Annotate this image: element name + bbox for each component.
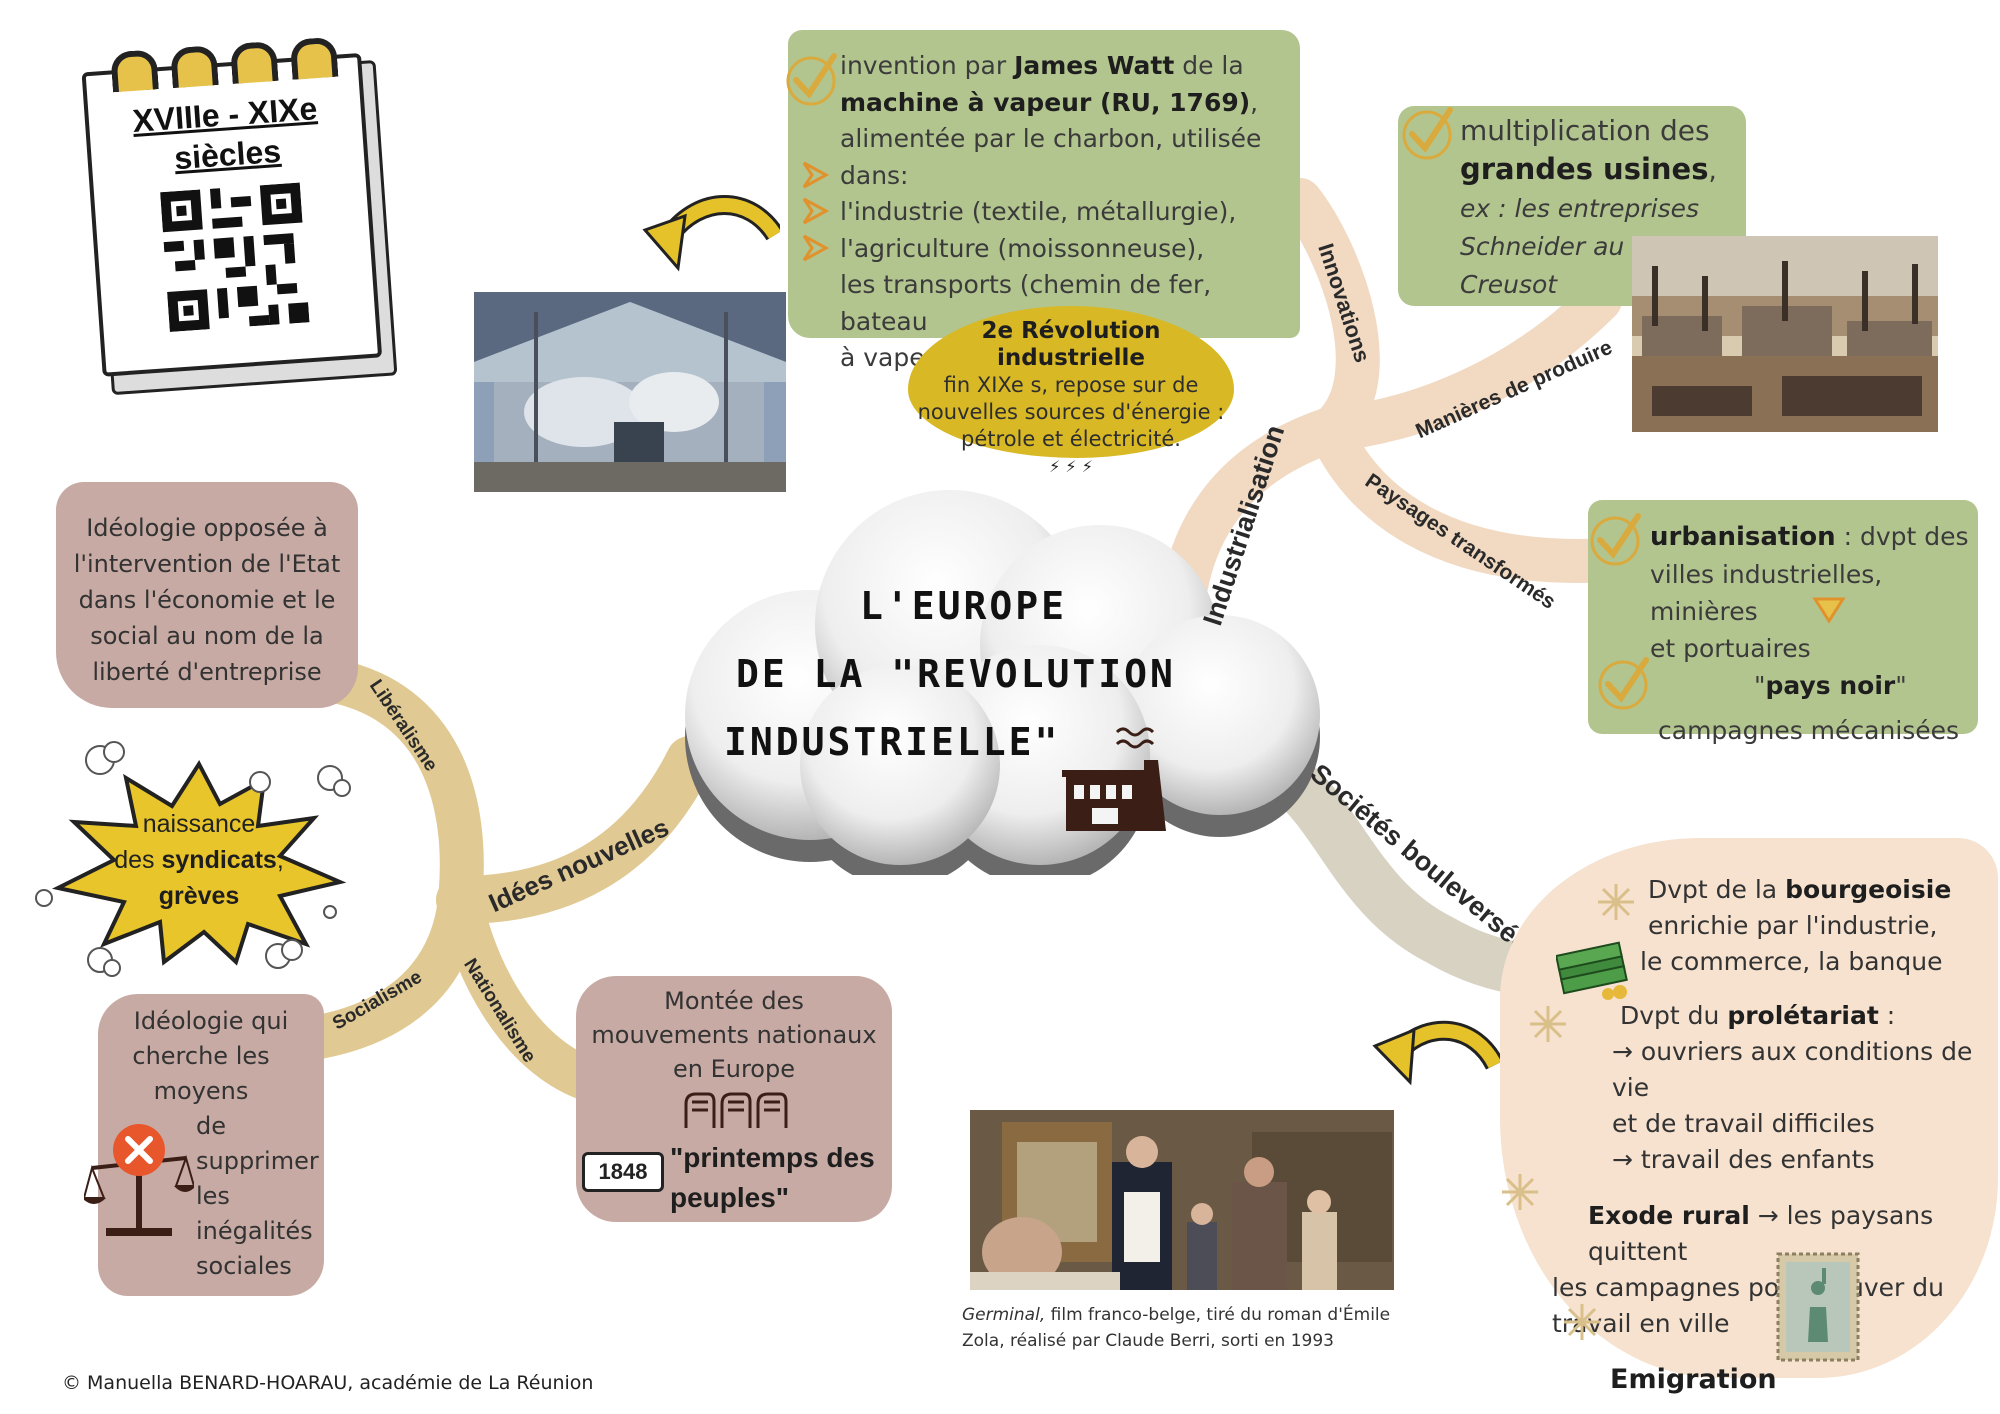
second-revolution-bubble: 2e Révolution industrielle fin XIXe s, r… [908,306,1234,476]
unbalanced-scale-icon [84,1124,194,1236]
branch-manieres [1308,278,1622,452]
socialisme-text: Idéologie qui cherche les moyens de supp… [132,1007,319,1280]
check-icon [1590,513,1641,566]
star-bullet-icon [1502,1174,1538,1210]
syndicats-text: naissance des syndicats, grèves [114,810,284,910]
branch-liberalisme [308,658,484,922]
exode-rural-item: Exode rural → les paysans quittent les c… [1552,1201,1944,1338]
emigration-item: Emigration [1610,1364,1777,1395]
liberalisme-box: Idéologie opposée à l'intervention de l'… [56,482,358,708]
central-title: L'EUROPE DE LA "REVOLUTION INDUSTRIELLE" [724,584,1176,764]
explosion-burst [51,760,347,966]
qr-code-icon[interactable] [160,182,310,332]
proletariat-item: Dvpt du prolétariat : → ouvriers aux con… [1612,1001,1973,1174]
check-icon [1402,107,1453,160]
check-icon [786,53,837,106]
arrow-bullet-icon [802,197,830,225]
star-bullet-icon [1564,1304,1600,1340]
star-bullet-icon [1530,1006,1566,1042]
branch-nationalisme [438,878,612,1102]
statue-of-liberty-stamp-icon [1776,1252,1860,1362]
societes-box [1500,838,1998,1378]
arrow-bullet-icon [802,161,830,189]
arrow-bullet-icon [802,234,830,262]
check-icon [1598,657,1649,710]
raised-fists-icon [684,1092,788,1128]
smoke-puffs-icon [35,741,351,977]
bourgeoisie-item: Dvpt de la bourgeoisie enrichie par l'in… [1640,875,1952,976]
branch-idees [436,736,714,924]
lightning-icons: ⚡ ⚡ ⚡ [1049,457,1093,476]
curved-arrow-icon [642,195,780,272]
star-bullet-icon [1598,884,1634,920]
germinal-caption: Germinal, film franco-belge, tiré du rom… [962,1305,1391,1351]
credit-footer: © Manuella BENARD-HOARAU, académie de La… [62,1372,594,1394]
innovations-box: invention par James Watt de la machine à… [788,30,1300,372]
paysages-box: urbanisation : dvpt des villes industrie… [1588,500,1978,745]
gare-saint-lazare-painting [474,292,786,492]
year-1848-badge: 1848 [582,1152,664,1192]
nationalisme-text: Montée des mouvements nationaux en Europ… [591,987,877,1083]
down-arrow-icon [1812,597,1846,624]
factory-icon [1062,727,1166,831]
germinal-film-still [962,1102,1402,1298]
curved-arrow-icon [1372,1020,1500,1086]
branch-paysages [1308,408,1632,583]
calendar-card: XVIIIe - XIXe siècles [81,36,398,396]
money-stack-icon [1556,941,1628,1000]
schneider-factory-illustration [1632,236,1938,432]
printemps-des-peuples: "printemps des peuples" [670,1142,875,1213]
